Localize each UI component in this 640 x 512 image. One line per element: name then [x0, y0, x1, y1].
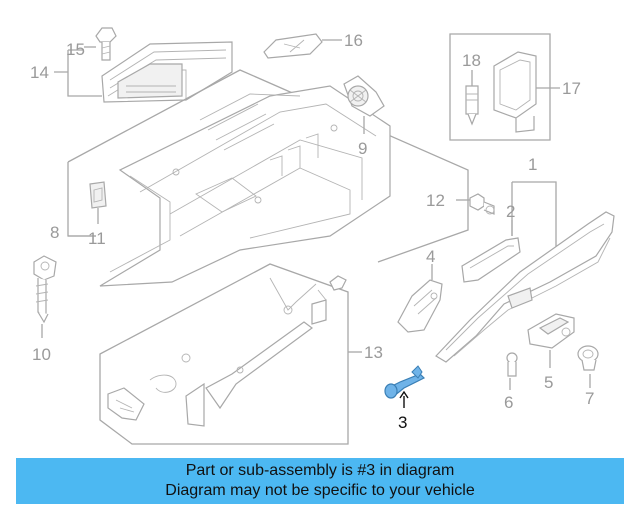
- callout-14: 14: [30, 63, 49, 82]
- banner-line-2: Diagram may not be specific to your vehi…: [165, 482, 475, 499]
- lock-5: [527, 313, 575, 349]
- callout-17: 17: [562, 79, 581, 98]
- latch-11: [89, 181, 107, 209]
- parts-diagram: 1 2 3 4 5 6 7 8 9 10 11 12 13 14 15 16 1…: [30, 27, 615, 445]
- cylinder-7: [577, 345, 599, 371]
- lamp-housing-17: [493, 51, 537, 133]
- screw-6: [506, 352, 518, 377]
- callout-16: 16: [344, 31, 363, 50]
- callout-9: 9: [358, 139, 367, 158]
- callout-3: 3: [398, 413, 407, 432]
- storage-box-assembly: [101, 41, 233, 103]
- banner-line-1: Part or sub-assembly is #3 in diagram: [185, 462, 455, 479]
- callout-1: 1: [528, 155, 537, 174]
- handle-2: [461, 237, 521, 283]
- callout-4: 4: [426, 247, 435, 266]
- callout-10: 10: [32, 345, 51, 364]
- cable-assembly-13: [107, 275, 347, 427]
- callout-18: 18: [462, 51, 481, 70]
- glove-box-housing: [99, 85, 391, 287]
- callout-15: 15: [66, 40, 85, 59]
- callout-8: 8: [50, 223, 59, 242]
- trim-piece-16: [263, 33, 323, 59]
- callout-5: 5: [544, 373, 553, 392]
- info-banner: Part or sub-assembly is #3 in diagram Di…: [16, 458, 624, 504]
- screw-15: [95, 27, 117, 61]
- callout-11: 11: [88, 229, 106, 248]
- glove-box-door-1: [435, 211, 615, 363]
- callout-13: 13: [364, 343, 383, 362]
- callout-6: 6: [504, 393, 513, 412]
- bracket-4: [397, 279, 443, 333]
- bulb-18: [465, 85, 479, 126]
- damper-10: [33, 255, 57, 324]
- callout-7: 7: [585, 389, 594, 408]
- callout-2: 2: [506, 202, 515, 221]
- vent-9: [343, 75, 385, 117]
- screw-12: [469, 193, 495, 215]
- pin-3-highlighted: [384, 365, 426, 399]
- callout-12: 12: [426, 191, 445, 210]
